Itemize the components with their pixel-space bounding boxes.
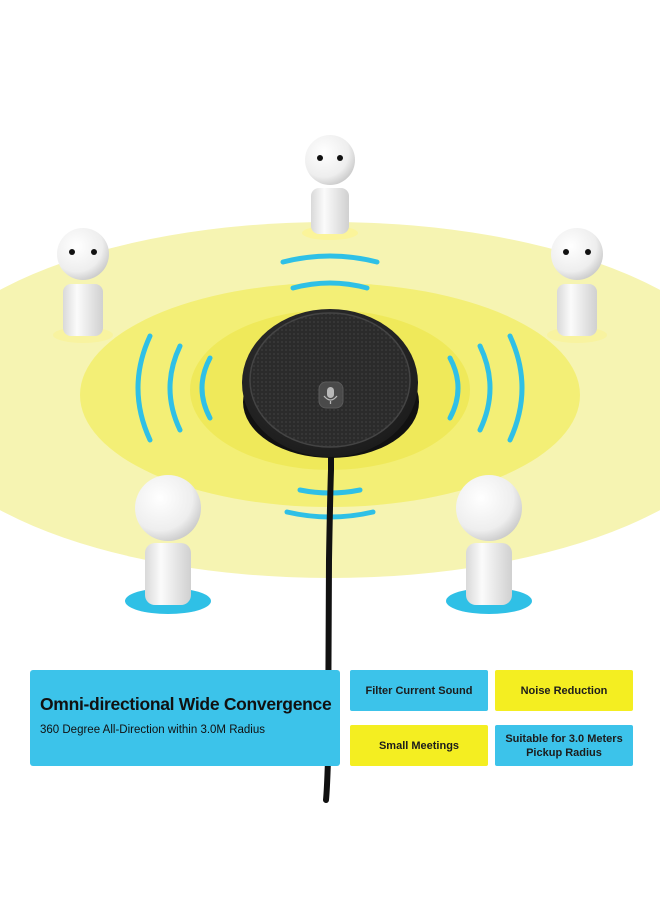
- convergence-panel: Omni-directional Wide Convergence 360 De…: [30, 670, 340, 766]
- feature-label: Filter Current Sound: [365, 684, 473, 697]
- usb-cable: [323, 445, 334, 803]
- feature-label: Noise Reduction: [520, 684, 608, 697]
- person-figure: [125, 475, 211, 614]
- person-figure: [547, 228, 607, 343]
- person-figure: [53, 228, 113, 343]
- feature-pickup-radius: Suitable for 3.0 Meters Pickup Radius: [495, 725, 633, 766]
- microphone-icon: [318, 381, 344, 409]
- conference-microphone: [242, 309, 419, 458]
- panel-subtitle: 360 Degree All-Direction within 3.0M Rad…: [40, 724, 265, 736]
- panel-title: Omni-directional Wide Convergence: [40, 694, 332, 714]
- person-figure: [446, 475, 532, 614]
- feature-label: Suitable for 3.0 Meters Pickup Radius: [505, 732, 623, 759]
- feature-filter-current-sound: Filter Current Sound: [350, 670, 488, 711]
- feature-label: Small Meetings: [378, 739, 460, 752]
- feature-noise-reduction: Noise Reduction: [495, 670, 633, 711]
- person-figure: [302, 135, 358, 240]
- feature-small-meetings: Small Meetings: [350, 725, 488, 766]
